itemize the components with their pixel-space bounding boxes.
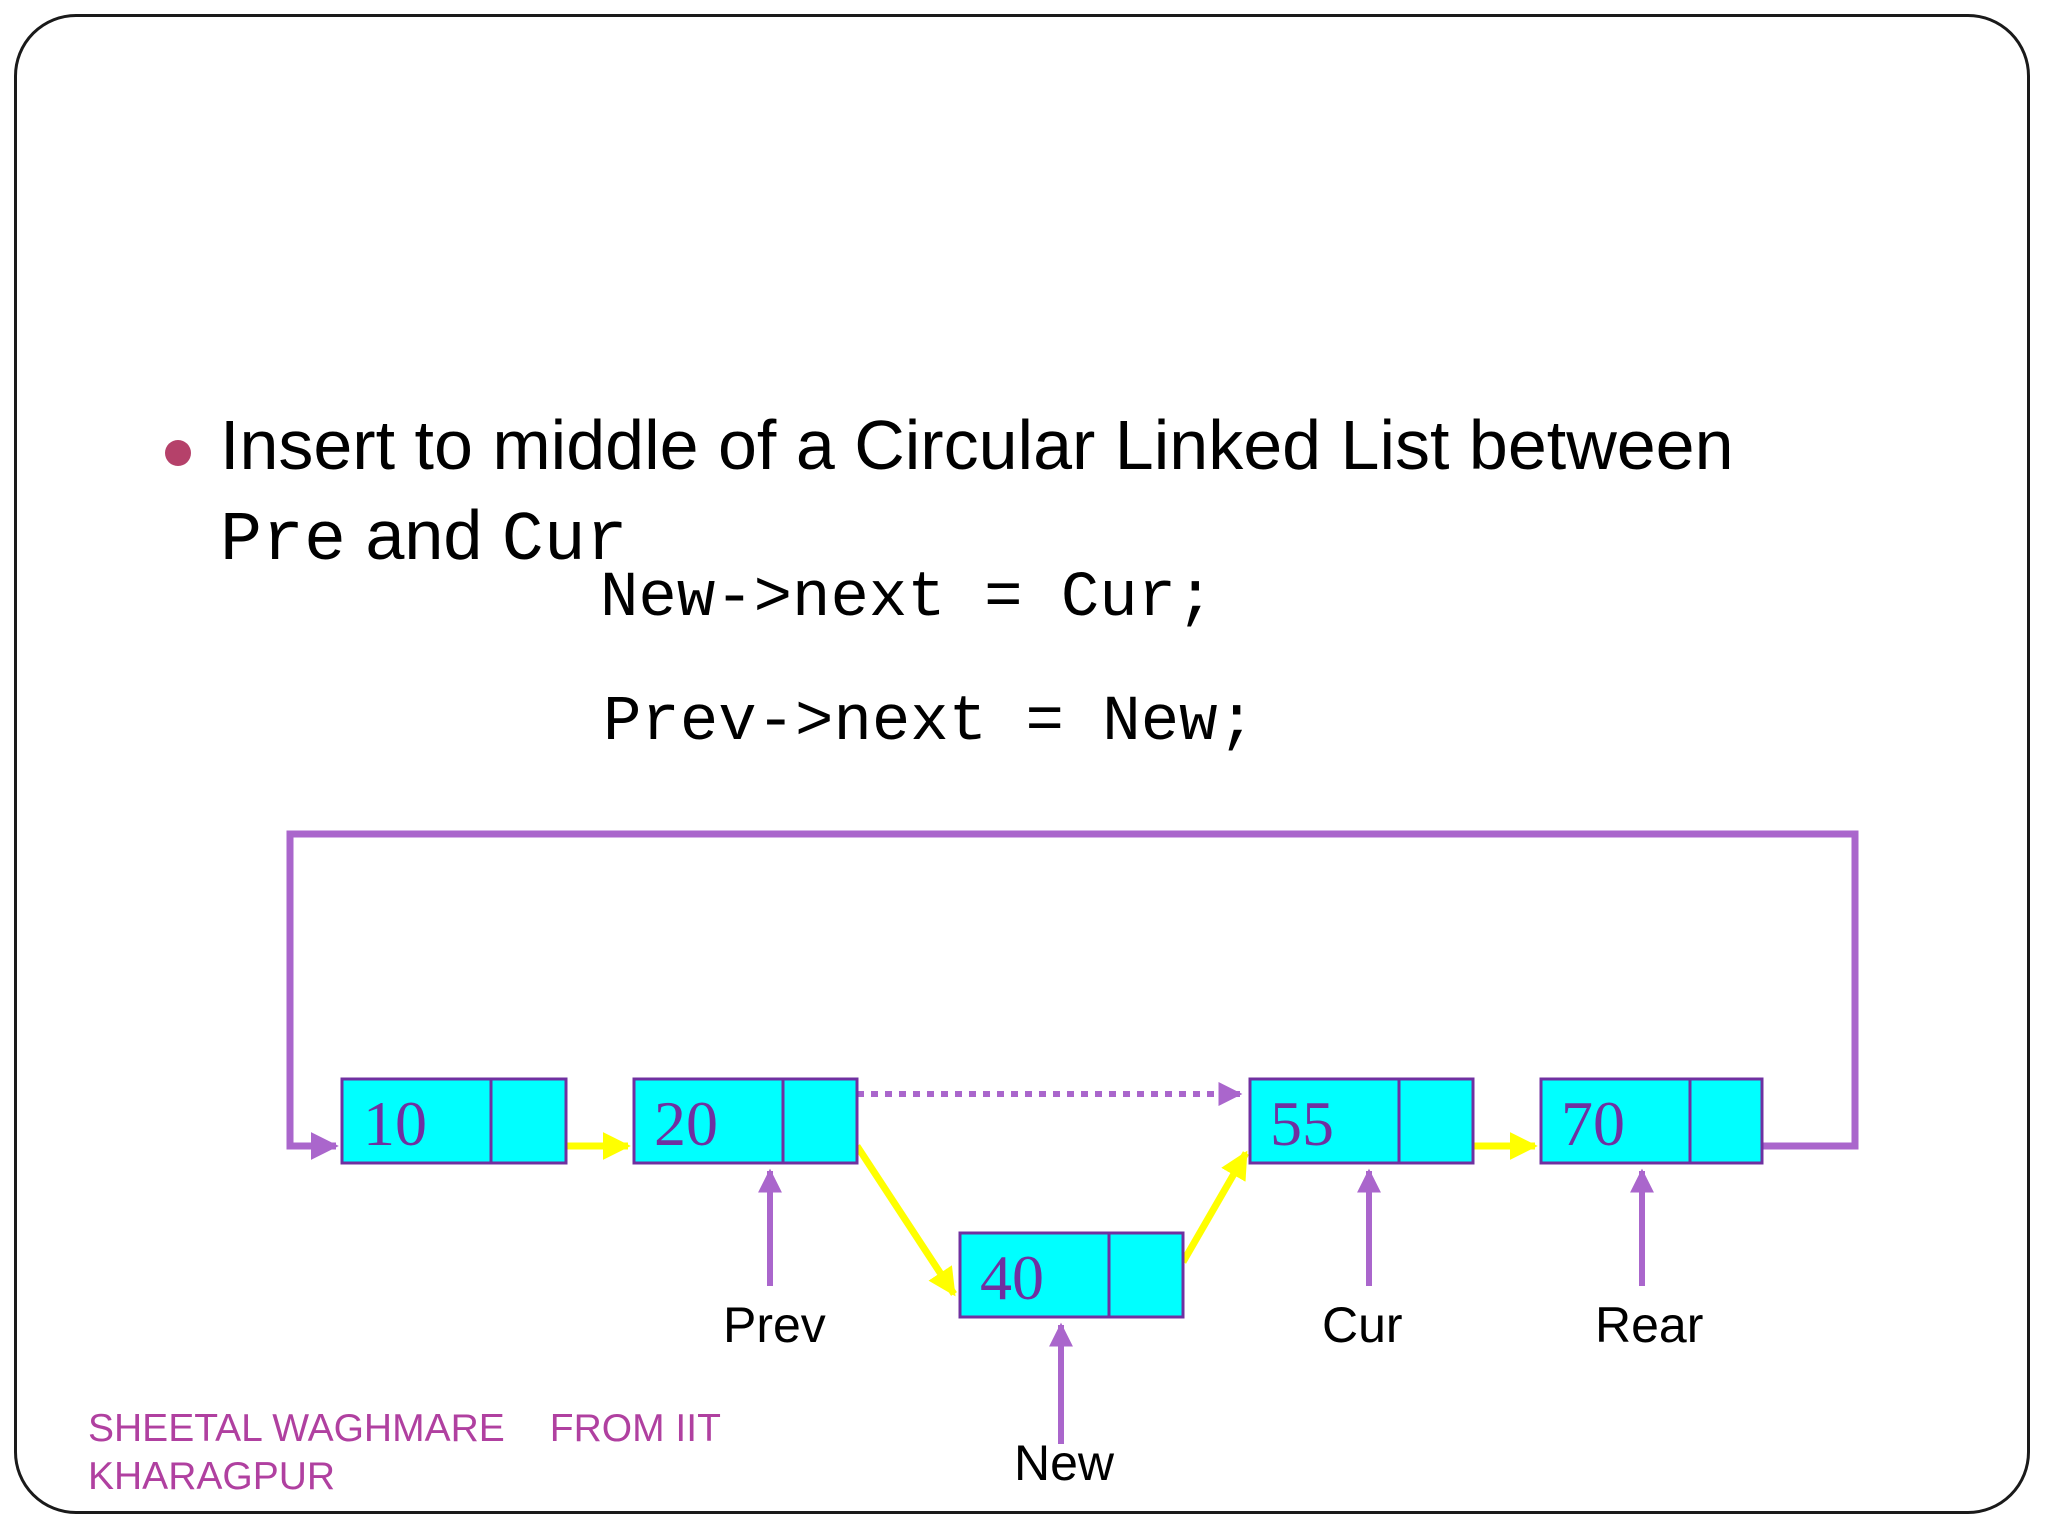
node-55-data-cell (1248, 1077, 1401, 1165)
node-20-data-cell (632, 1077, 785, 1165)
node-70-value: 70 (1561, 1088, 1625, 1159)
rear-pointer-label: Rear (1595, 1297, 1703, 1353)
node-55: 55 (1248, 1077, 1475, 1165)
node-10-next-cell (489, 1077, 568, 1165)
and-word: and (346, 496, 502, 574)
new-pointer-label: New (1014, 1435, 1115, 1491)
node-70-next-cell (1688, 1077, 1764, 1165)
pre-code-word: Pre (220, 502, 347, 581)
cur-code-word: Cur (501, 502, 628, 581)
node-55-next-cell (1397, 1077, 1475, 1165)
bullet-text-line1: Insert to middle of a Circular Linked Li… (220, 406, 1734, 484)
bullet-text-line2: Pre and Cur (220, 500, 628, 577)
footer-place: KHARAGPUR (88, 1455, 336, 1498)
footer-credit: SHEETAL WAGHMARE FROM IIT KHARAGPUR (88, 1405, 721, 1501)
link-20-to-40 (854, 1144, 957, 1297)
cur-pointer-label: Cur (1322, 1297, 1403, 1353)
footer-from: FROM IIT (549, 1407, 721, 1450)
code-line-new-next: New->next = Cur; (600, 563, 1215, 635)
node-20: 20 (632, 1077, 859, 1165)
node-10-value: 10 (363, 1088, 427, 1159)
node-20-value: 20 (654, 1088, 718, 1159)
footer-author: SHEETAL WAGHMARE (88, 1407, 505, 1450)
node-40-next-cell (1107, 1231, 1185, 1319)
node-10-data-cell (340, 1077, 493, 1165)
node-40-value: 40 (980, 1242, 1044, 1313)
bullet-dot (165, 440, 191, 466)
circular-back-link (286, 830, 1859, 1160)
prev-pointer-label: Prev (723, 1297, 826, 1353)
node-55-value: 55 (1270, 1088, 1334, 1159)
code-line-prev-next: Prev->next = New; (603, 687, 1256, 759)
link-40-to-55 (1179, 1150, 1250, 1264)
node-40: 40 (958, 1231, 1185, 1319)
node-20-next-cell (781, 1077, 859, 1165)
node-40-data-cell (958, 1231, 1111, 1319)
node-10: 10 (340, 1077, 568, 1165)
node-70: 70 (1539, 1077, 1764, 1165)
